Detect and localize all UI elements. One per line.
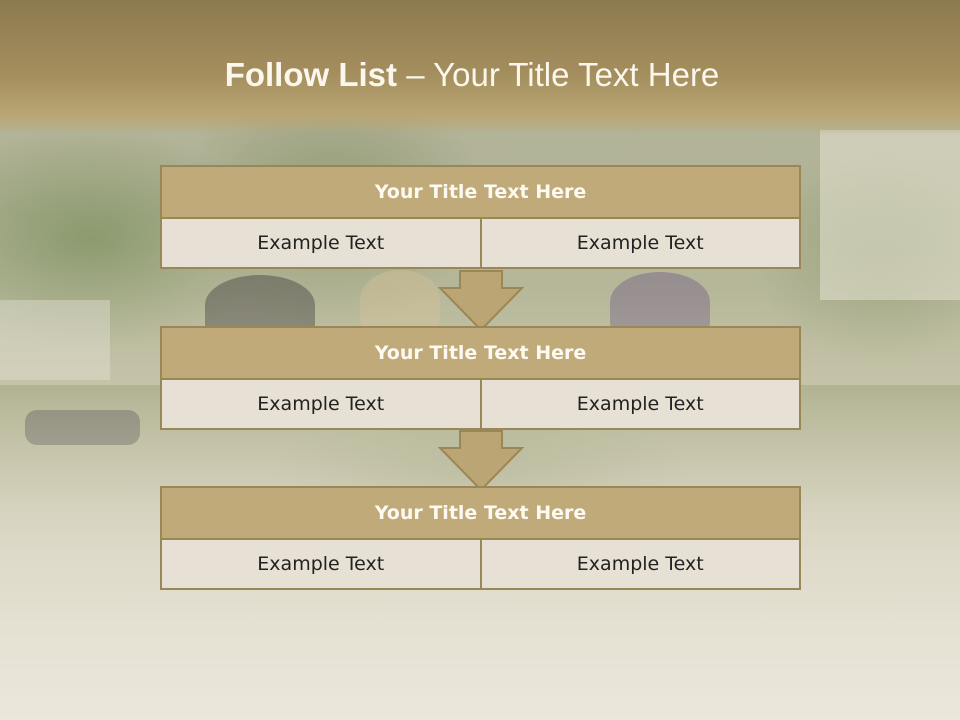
step-block-2: Your Title Text Here Example Text Exampl… — [160, 326, 801, 430]
step-row: Example Text Example Text — [160, 380, 801, 430]
step-row: Example Text Example Text — [160, 540, 801, 590]
step-cell-left: Example Text — [160, 380, 482, 430]
step-row: Example Text Example Text — [160, 219, 801, 269]
down-arrow-icon — [438, 430, 524, 492]
down-arrow-icon — [438, 270, 524, 332]
step-block-1: Your Title Text Here Example Text Exampl… — [160, 165, 801, 269]
slide-title: Follow List – Your Title Text Here — [0, 56, 944, 94]
step-title: Your Title Text Here — [160, 165, 801, 219]
step-cell-right: Example Text — [481, 540, 801, 590]
step-cell-right: Example Text — [481, 219, 801, 269]
title-band — [0, 0, 960, 135]
title-bold: Follow List — [224, 56, 398, 93]
step-block-3: Your Title Text Here Example Text Exampl… — [160, 486, 801, 590]
step-title: Your Title Text Here — [160, 326, 801, 380]
title-rest: – Your Title Text Here — [397, 56, 720, 93]
step-cell-left: Example Text — [160, 219, 482, 269]
step-cell-right: Example Text — [481, 380, 801, 430]
step-cell-left: Example Text — [160, 540, 482, 590]
step-title: Your Title Text Here — [160, 486, 801, 540]
